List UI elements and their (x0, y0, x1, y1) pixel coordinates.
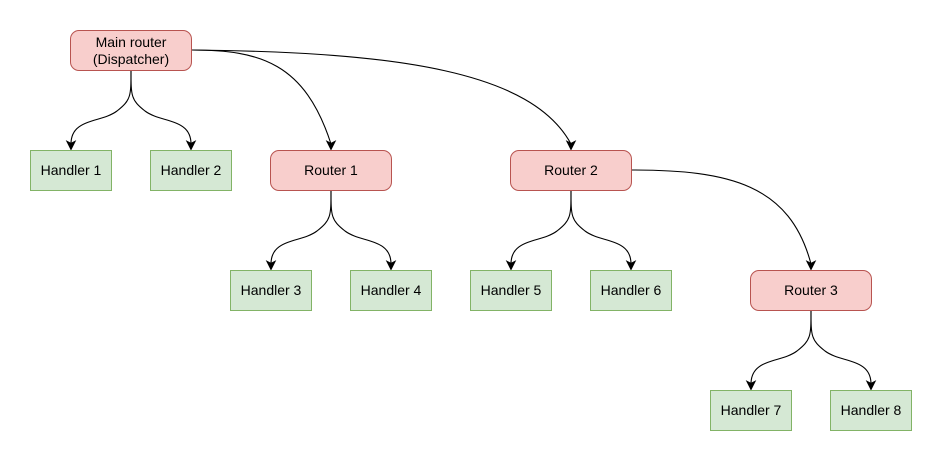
edge-router-2-to-handler-6-arrowhead-icon (625, 260, 637, 271)
edge-router-2-to-router-3 (631, 169, 817, 271)
node-main-router[interactable]: Main router (Dispatcher) (70, 30, 192, 71)
edge-main-to-handler-1-path (70, 70, 132, 145)
edge-router-2-to-handler-5 (505, 190, 572, 271)
edge-router-1-to-handler-3-path (270, 190, 332, 265)
node-handler-3[interactable]: Handler 3 (230, 270, 312, 311)
edge-main-to-router-2-arrowhead-icon (565, 140, 577, 151)
edge-main-to-handler-2-arrowhead-icon (185, 140, 197, 151)
node-handler-4[interactable]: Handler 4 (350, 270, 432, 311)
node-handler-5[interactable]: Handler 5 (470, 270, 552, 311)
edge-main-to-handler-1-arrowhead-icon (65, 140, 77, 151)
edge-main-to-router-1 (191, 49, 337, 151)
edge-router-2-to-handler-5-path (510, 190, 572, 265)
node-handler-6[interactable]: Handler 6 (590, 270, 672, 311)
node-handler-1[interactable]: Handler 1 (30, 150, 112, 191)
edge-router-3-to-handler-8-path (810, 310, 872, 385)
edge-main-to-router-1-path (191, 49, 332, 145)
node-router-1[interactable]: Router 1 (270, 150, 392, 191)
edge-router-1-to-handler-4 (330, 190, 397, 271)
node-handler-8[interactable]: Handler 8 (830, 390, 912, 431)
edge-router-2-to-handler-6-path (570, 190, 632, 265)
edge-router-2-to-handler-5-arrowhead-icon (505, 260, 517, 271)
node-router-2[interactable]: Router 2 (510, 150, 632, 191)
edge-router-3-to-handler-8 (810, 310, 877, 391)
edge-router-1-to-handler-3 (265, 190, 332, 271)
edge-router-2-to-handler-6 (570, 190, 637, 271)
node-handler-7[interactable]: Handler 7 (710, 390, 792, 431)
node-router-3[interactable]: Router 3 (750, 270, 872, 311)
edge-main-to-router-1-arrowhead-icon (325, 140, 337, 151)
edge-main-to-router-2-path (191, 49, 572, 145)
edge-router-3-to-handler-7-arrowhead-icon (745, 380, 757, 391)
edge-router-1-to-handler-3-arrowhead-icon (265, 260, 277, 271)
edge-router-3-to-handler-7 (745, 310, 812, 391)
edge-main-to-handler-2 (130, 70, 197, 151)
edge-main-to-handler-1 (65, 70, 132, 151)
edge-main-to-router-2 (191, 49, 577, 151)
edge-router-2-to-router-3-path (631, 169, 812, 265)
edge-router-1-to-handler-4-path (330, 190, 392, 265)
edge-router-1-to-handler-4-arrowhead-icon (385, 260, 397, 271)
edge-router-3-to-handler-7-path (750, 310, 812, 385)
edge-router-2-to-router-3-arrowhead-icon (805, 260, 817, 271)
edge-router-3-to-handler-8-arrowhead-icon (865, 380, 877, 391)
node-handler-2[interactable]: Handler 2 (150, 150, 232, 191)
edge-main-to-handler-2-path (130, 70, 192, 145)
